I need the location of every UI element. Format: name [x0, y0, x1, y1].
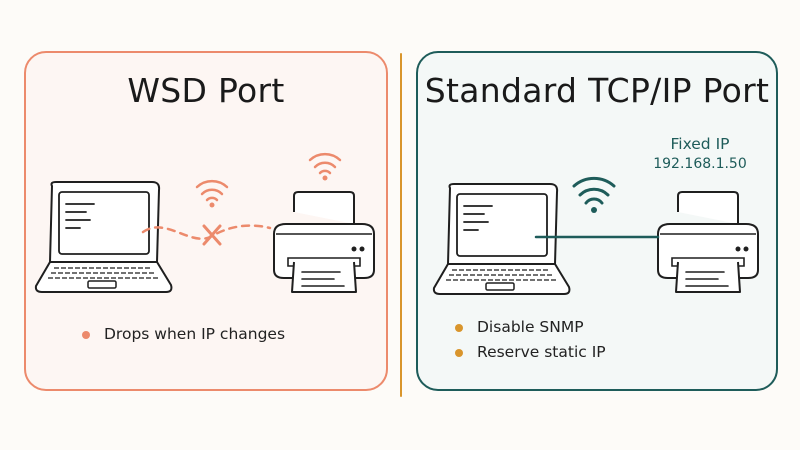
laptop-icon: [34, 181, 173, 293]
wsd-port-title: WSD Port: [127, 71, 285, 110]
laptop-icon: [432, 183, 571, 295]
printer-icon: [273, 191, 375, 293]
wifi-icon: [195, 179, 229, 208]
bullet-dot: [82, 331, 90, 339]
wifi-icon: [572, 176, 616, 213]
printer-icon: [657, 191, 759, 293]
tcp-port-title: Standard TCP/IP Port: [424, 71, 770, 110]
panel-divider: [400, 53, 402, 397]
fixed-ip-label: Fixed IP: [670, 135, 730, 153]
bullet-dot: [455, 349, 463, 357]
ip-address: 192.168.1.50: [653, 156, 747, 172]
printer-wifi-icon: [308, 152, 342, 181]
bullet-dot: [455, 324, 463, 332]
broken-link-x-icon: [202, 224, 222, 246]
tcp-port-panel: Standard TCP/IP Port: [416, 51, 778, 391]
fixed-ip-label-group: Fixed IP 192.168.1.50: [640, 134, 760, 174]
